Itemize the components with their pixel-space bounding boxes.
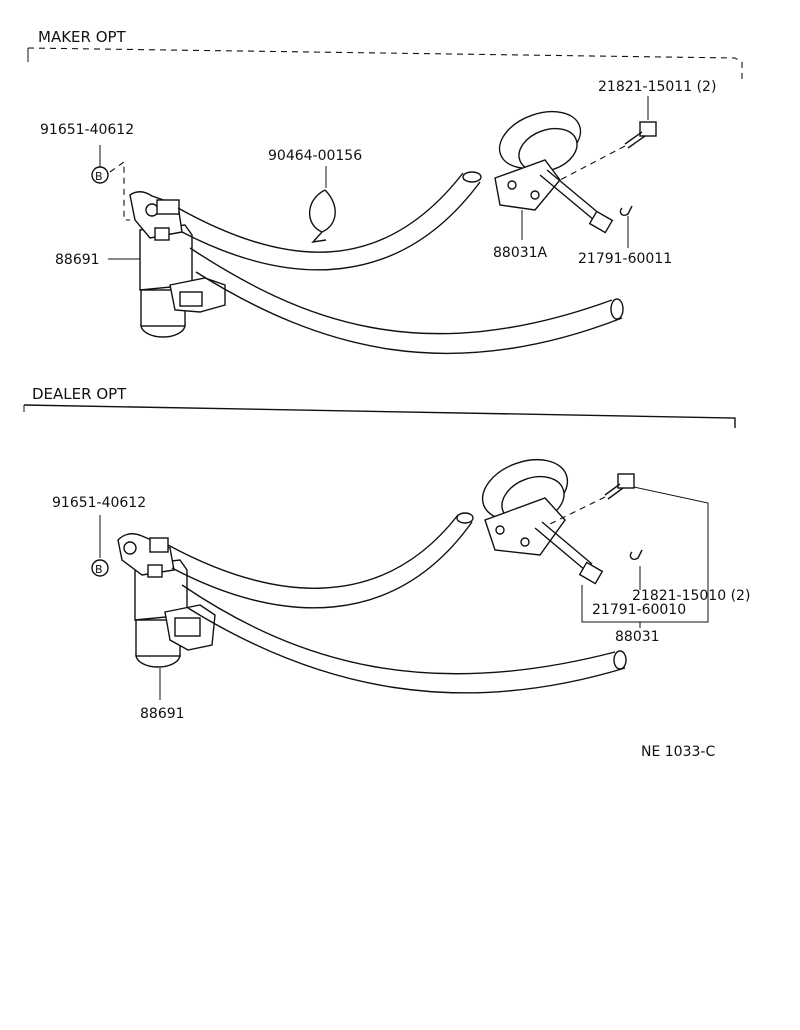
label-screw-dealer: 21821-15010 (2) (632, 588, 750, 604)
bolt-symbol-circle-dealer (91, 559, 109, 577)
vsv-solenoid-maker (129, 191, 226, 338)
label-vsv-dealer: 88691 (140, 706, 185, 722)
maker-section-border (27, 47, 743, 80)
vacuum-hose-upper-maker (177, 171, 482, 271)
maker-opt-title: MAKER OPT (38, 28, 127, 46)
vacuum-hose-lower-dealer (181, 584, 627, 694)
figure-code: NE 1033-C (641, 744, 715, 760)
dealer-section-border (23, 404, 736, 428)
bolt-symbol-maker: B (95, 170, 103, 183)
pin-icon-dealer (629, 549, 643, 561)
label-clamp: 90464-00156 (268, 148, 362, 164)
label-bolt-ref-dealer: 91651-40612 (52, 495, 146, 511)
bracket-dealer (581, 486, 709, 623)
label-vsv-maker: 88691 (55, 252, 100, 268)
pin-icon-maker (619, 205, 633, 217)
label-bolt-ref-maker: 91651-40612 (40, 122, 134, 138)
vacuum-hose-lower-maker (189, 247, 624, 355)
screw-icon-dealer (547, 473, 635, 526)
bolt-leader-maker (109, 160, 130, 221)
label-pin-maker: 21791-60011 (578, 251, 672, 267)
screw-icon-maker (559, 121, 657, 181)
label-actuator-dealer: 88031 (615, 629, 660, 645)
label-screw-maker: 21821-15011 (2) (598, 79, 716, 95)
hose-clamp (308, 189, 336, 243)
bolt-symbol-dealer: B (95, 563, 103, 576)
label-actuator-maker: 88031A (493, 245, 548, 261)
dealer-opt-title: DEALER OPT (32, 385, 127, 403)
vacuum-hose-upper-dealer (167, 512, 474, 609)
vsv-solenoid-dealer (117, 533, 216, 668)
label-pin-dealer: 21791-60010 (592, 602, 686, 618)
vacuum-actuator-maker (494, 110, 614, 234)
vacuum-actuator-dealer (481, 458, 604, 585)
